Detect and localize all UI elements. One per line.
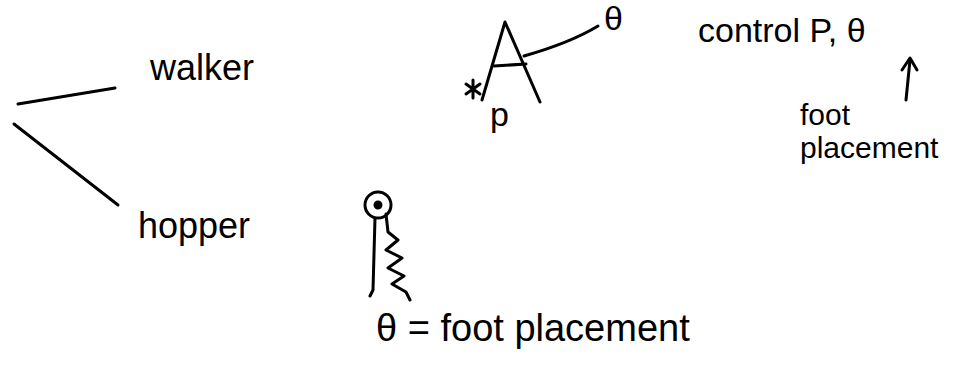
walker-hip-bar — [494, 64, 526, 66]
branch-line — [18, 88, 115, 104]
angle-arc — [524, 26, 598, 56]
pointer-arrow — [906, 60, 910, 100]
hopper-dot — [375, 202, 381, 208]
hopper-leg — [370, 218, 375, 296]
hopper-spring — [386, 214, 410, 300]
note-text: foot placement — [800, 98, 952, 164]
point-label: p — [490, 96, 509, 133]
branch-label: walker — [150, 48, 254, 88]
note-text: control P, θ — [698, 12, 866, 49]
walker-legs — [482, 22, 540, 102]
branch-line — [14, 124, 118, 205]
arrow-head — [902, 58, 917, 70]
branch-label: hopper — [138, 206, 250, 246]
foot-star — [466, 80, 480, 98]
angle-label: θ — [604, 0, 623, 37]
note-text: θ = foot placement — [376, 308, 690, 350]
